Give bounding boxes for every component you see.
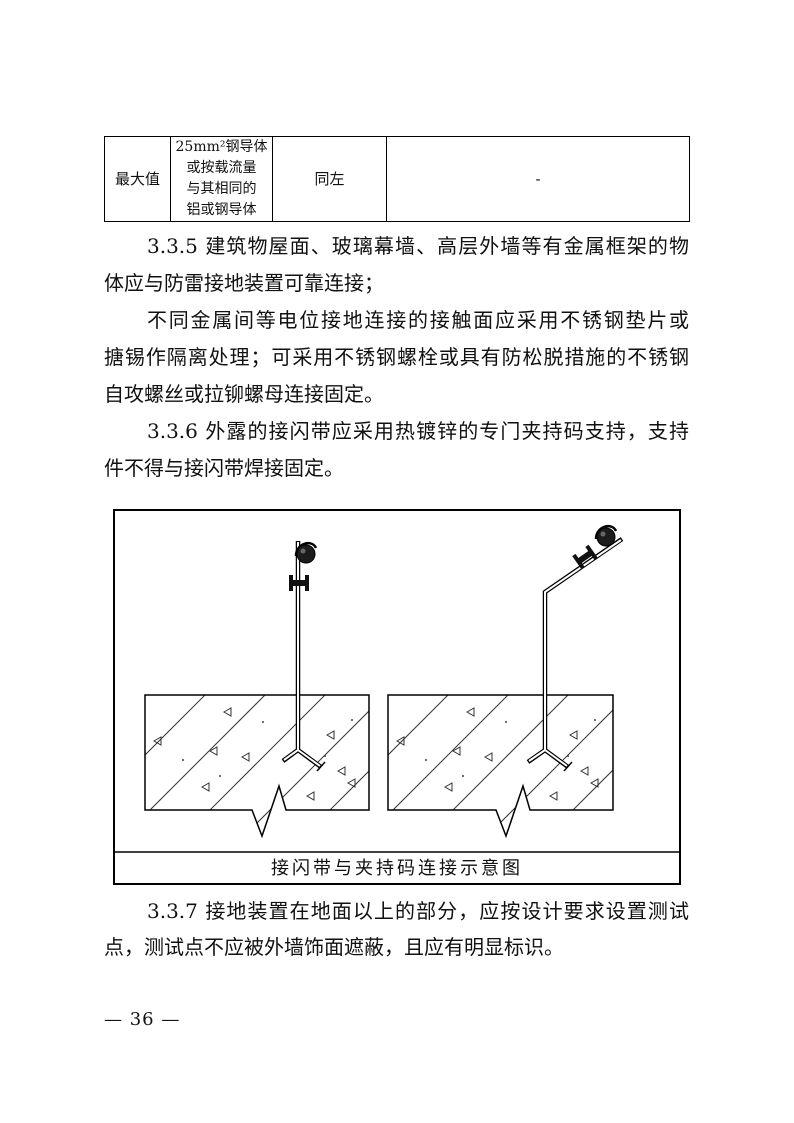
clause-3-3-7-line: 点，测试点不应被外墙饰面遮蔽，且应有明显标识。 [104,935,564,959]
clause-3-3-5-line: 体应与防雷接地装置可靠连接； [104,271,384,295]
aggregate-dots-left [182,719,353,777]
spec-table: 最大值 25mm²钢导体 或按载流量 与其相同的 铝或钢导体 同左 - [104,136,690,222]
clamp-bracket-left [289,575,309,591]
figure-drawing [113,509,681,885]
figure-caption: 接闪带与夹持码连接示意图 [271,858,523,879]
concrete-outline-right [387,694,614,839]
metal-joint-paragraph-line: 搪锡作隔离处理；可采用不锈钢螺栓或具有防松脱措施的不锈钢 [104,345,689,369]
hatch-lines-right [388,695,613,836]
metal-joint-paragraph-line: 自攻螺丝或拉铆螺母连接固定。 [104,382,384,406]
figure-frame [113,509,681,885]
page-number: — 36 — [104,1009,181,1030]
body-text-lower: 3.3.7 接地装置在地面以上的部分，应按设计要求设置测试 点，测试点不应被外墙… [104,893,689,965]
hatch-lines-left [145,695,369,836]
table-row: 最大值 25mm²钢导体 或按载流量 与其相同的 铝或钢导体 同左 - [104,136,690,222]
concrete-block-left [144,694,370,839]
figure: 接闪带与夹持码连接示意图 [113,509,681,885]
conductor-circle-right [594,524,618,547]
row-label: 最大值 [114,169,160,188]
aggregate-marks-right [395,707,599,801]
clause-3-3-7-line: 3.3.7 接地装置在地面以上的部分，应按设计要求设置测试 [147,899,689,923]
dash-text: - [535,169,541,188]
body-text-upper: 3.3.5 建筑物屋面、玻璃幕墙、高层外墙等有金属框架的物 体应与防雷接地装置可… [104,228,689,487]
row-label-cell: 最大值 [104,136,171,222]
lightning-rod-vertical [281,541,326,772]
clamp-bracket-right [572,544,598,570]
conductor-cell: 25mm²钢导体 或按载流量 与其相同的 铝或钢导体 [170,136,273,222]
conductor-line: 铝或钢导体 [186,202,257,218]
aggregate-marks-left [152,707,356,801]
same-as-left-text: 同左 [314,169,345,188]
conductor-line: 与其相同的 [186,181,257,197]
aggregate-dots-right [425,719,596,777]
clause-3-3-6-line: 件不得与接闪带焊接固定。 [104,456,344,480]
concrete-block-right [387,694,614,839]
same-as-left-cell: 同左 [272,136,387,222]
concrete-outline-left [144,694,370,839]
lightning-rod-bent [526,537,624,772]
conductor-circle-left [294,541,318,564]
clause-3-3-6-line: 3.3.6 外露的接闪带应采用热镀锌的专门夹持码支持，支持 [147,419,689,443]
dash-cell: - [386,136,690,222]
metal-joint-paragraph-line: 不同金属间等电位接地连接的接触面应采用不锈钢垫片或 [147,308,689,332]
clause-3-3-5-line: 3.3.5 建筑物屋面、玻璃幕墙、高层外墙等有金属框架的物 [147,234,689,258]
conductor-line: 25mm²钢导体 [175,139,268,155]
conductor-line: 或按载流量 [186,160,257,176]
